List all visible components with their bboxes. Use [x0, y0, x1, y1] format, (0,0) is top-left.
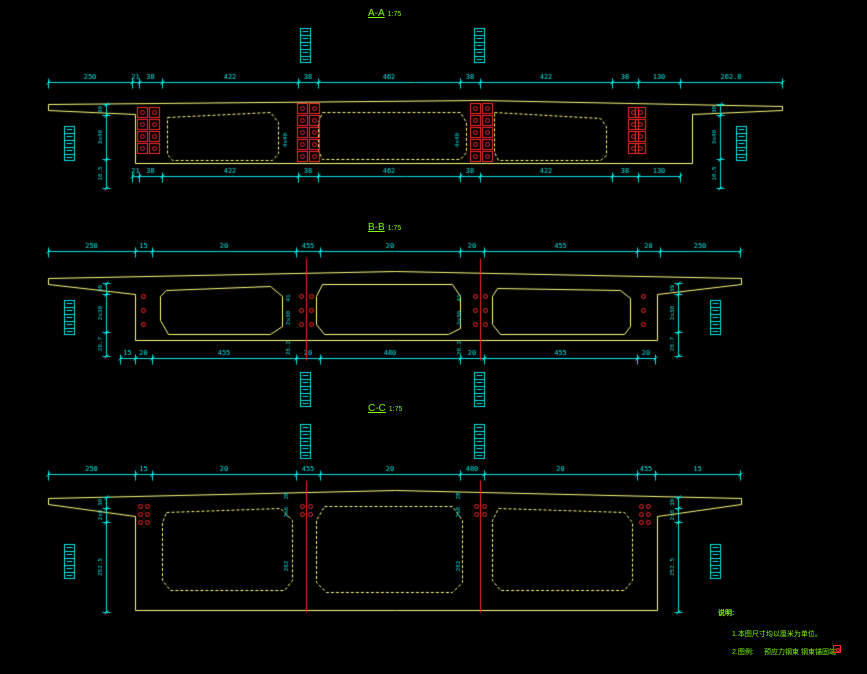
section-c-scale: 1:75	[388, 406, 403, 413]
notes-line-1: 1.本图尺寸均以厘米为单位。	[732, 631, 822, 638]
notes-heading: 说明:	[718, 610, 735, 617]
notes-line-2: 2.图例:	[732, 649, 754, 656]
legend-anchor-icon	[833, 645, 841, 653]
section-a-scale: 1:75	[387, 11, 402, 18]
section-b-scale: 1:75	[387, 225, 402, 232]
legend-anchor-label: 钢束锚固端	[801, 649, 836, 656]
drawing-notes: 说明: 1.本图尺寸均以厘米为单位。 2.图例: 预应力钢束 钢束锚固端	[718, 608, 863, 668]
section-a-label: A-A	[368, 8, 385, 19]
legend-tendon-label: 预应力钢束	[764, 649, 799, 656]
section-c-label: C-C	[368, 403, 386, 414]
section-b-label: B-B	[368, 222, 385, 233]
